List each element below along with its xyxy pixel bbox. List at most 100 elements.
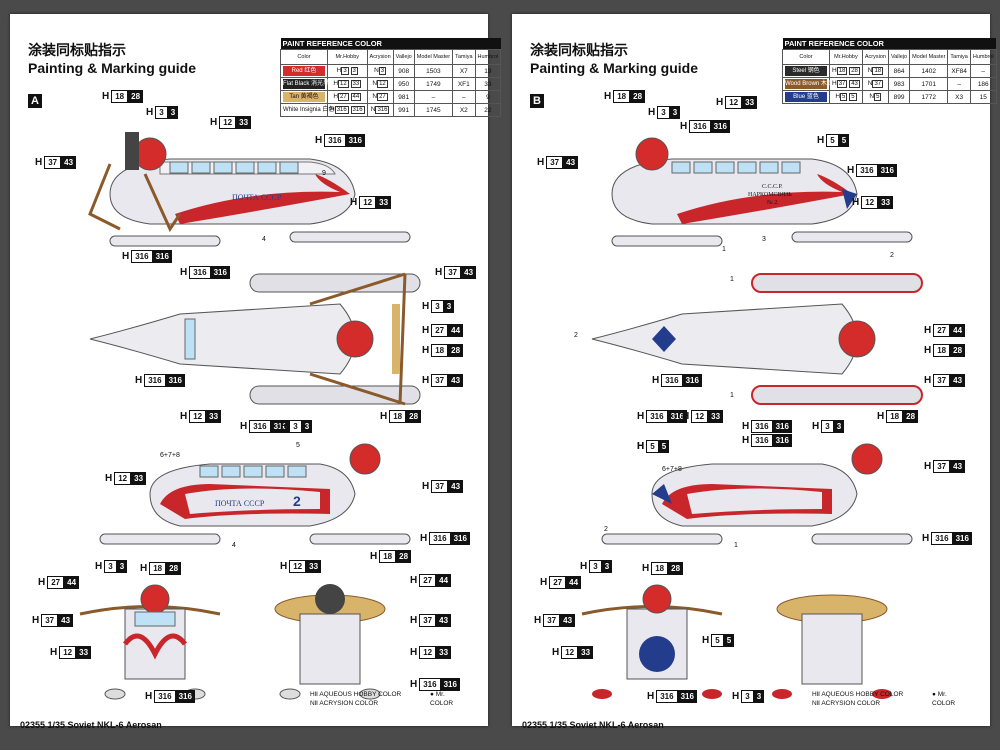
color-swatch: Blue 蓝色 <box>785 92 827 102</box>
callout-hobby-code: 18 <box>886 410 904 423</box>
callout-hobby-code: 37 <box>546 156 564 169</box>
callout-mr-code: 43 <box>448 374 464 387</box>
callout-prefix: H <box>540 577 548 588</box>
callout-hobby-code: 3 <box>589 560 602 573</box>
callout-hobby-code: 5 <box>711 634 724 647</box>
callout-prefix: H <box>280 421 288 432</box>
callout-prefix: H <box>420 533 428 544</box>
part-number-label: 6+7+8 <box>662 466 682 473</box>
callout-prefix: H <box>140 563 148 574</box>
top-view-b <box>591 273 923 405</box>
callout-mr-code: 316 <box>877 164 897 177</box>
callout-hobby-code: 3 <box>289 420 302 433</box>
callout-prefix: H <box>852 197 860 208</box>
callout-mr-code: 3 <box>833 420 845 433</box>
color-swatch: Wood Brown 木棕色 <box>785 79 839 89</box>
callout-hobby-code: 18 <box>111 90 129 103</box>
callout-hobby-code: 316 <box>249 420 271 433</box>
callout-prefix: H <box>435 267 443 278</box>
instruction-page-b: 涂装同标贴指示 Painting & Marking guide B PAINT… <box>512 14 997 730</box>
paint-reference-table: PAINT REFERENCE COLOR Color Mr.Hobby Acr… <box>782 38 997 104</box>
color-swatch: Steel 钢色 <box>785 66 827 76</box>
callout-hobby-code: 27 <box>419 574 437 587</box>
callout-prefix: H <box>240 421 248 432</box>
callout-mr-code: 316 <box>440 678 460 691</box>
callout-prefix: H <box>924 325 932 336</box>
part-number-label: 1 <box>730 276 734 283</box>
callout-prefix: H <box>580 561 588 572</box>
callout-mr-code: 316 <box>772 420 792 433</box>
rear-view <box>274 584 386 700</box>
callout-mr-code: 28 <box>396 550 412 563</box>
callout-mr-code: 43 <box>563 156 579 169</box>
callout-prefix: H <box>637 441 645 452</box>
callout-mr-code: 316 <box>152 250 172 263</box>
callout-prefix: H <box>280 561 288 572</box>
callout-mr-code: 44 <box>448 324 464 337</box>
callout-prefix: H <box>410 615 418 626</box>
callout-prefix: H <box>742 421 750 432</box>
callout-prefix: H <box>315 135 323 146</box>
callout-prefix: H <box>370 551 378 562</box>
callout-mr-code: 43 <box>560 614 576 627</box>
callout-mr-code: 43 <box>58 614 74 627</box>
callout-mr-code: 44 <box>950 324 966 337</box>
callout-hobby-code: 316 <box>856 164 878 177</box>
callout-hobby-code: 18 <box>379 550 397 563</box>
callout-mr-code: 33 <box>76 646 92 659</box>
aerosan-drawings-a: ПОЧТА СССР ПОЧТА СССР 2 <box>79 132 421 700</box>
callout-prefix: H <box>742 435 750 446</box>
callout-mr-code: 316 <box>677 690 697 703</box>
callout-prefix: H <box>924 345 932 356</box>
callout-mr-code: 316 <box>667 410 687 423</box>
callout-mr-code: 316 <box>450 532 470 545</box>
callout-mr-code: 316 <box>952 532 972 545</box>
callout-prefix: H <box>135 375 143 386</box>
callout-mr-code: 316 <box>345 134 365 147</box>
callout-mr-code: 44 <box>436 574 452 587</box>
callout-hobby-code: 316 <box>154 690 176 703</box>
callout-prefix: H <box>716 97 724 108</box>
callout-mr-code: 3 <box>167 106 179 119</box>
callout-hobby-code: 12 <box>561 646 579 659</box>
color-swatch: White Insignia 白色 <box>283 105 335 115</box>
callout-mr-code: 33 <box>236 116 252 129</box>
part-number-label: 6+7+8 <box>160 452 180 459</box>
legend-aqueous: HⅡ AQUEOUS HOBBY COLOR <box>812 691 904 698</box>
callout-hobby-code: 18 <box>651 562 669 575</box>
scheme-letter: B <box>530 94 544 108</box>
callout-hobby-code: 37 <box>431 480 449 493</box>
callout-hobby-code: 3 <box>155 106 168 119</box>
front-view-b <box>581 584 723 699</box>
callout-hobby-code: 12 <box>114 472 132 485</box>
side-view-right: ПОЧТА СССР 2 <box>99 443 411 545</box>
callout-hobby-code: 5 <box>646 440 659 453</box>
callout-mr-code: 28 <box>448 344 464 357</box>
callout-mr-code: 44 <box>64 576 80 589</box>
callout-prefix: H <box>102 91 110 102</box>
